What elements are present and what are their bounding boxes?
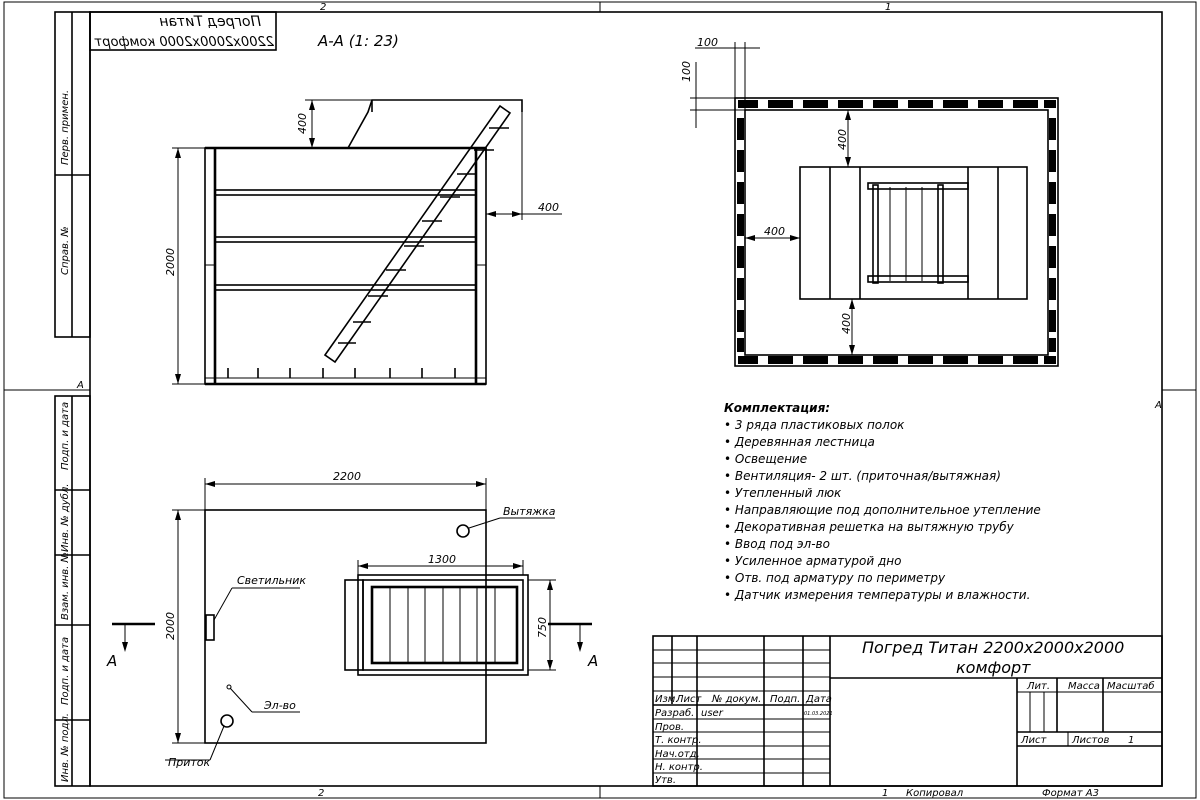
title-line2: комфорт: [956, 658, 1031, 677]
stamp-line2: 2200х2000х2000 комфорт: [94, 35, 274, 50]
row-utv: Утв.: [655, 775, 676, 786]
kit-heading: Комплектация:: [724, 401, 830, 415]
razrab-name: user: [701, 708, 724, 719]
label-kopiroval: Копировал: [906, 788, 964, 799]
top-view: [690, 42, 1059, 367]
strip-vzam-inv: Взам. инв. №: [60, 552, 71, 620]
kit-item: • Отв. под арматуру по периметру: [724, 571, 946, 585]
razrab-date: 01.03.2021: [804, 711, 833, 717]
row-nkontr: Н. контр.: [655, 762, 703, 773]
label-masshtab: Масштаб: [1107, 680, 1155, 692]
kit-item: • Направляющие под дополнительное утепле…: [724, 503, 1041, 517]
row-left: A: [76, 380, 84, 391]
zone-top-right: 1: [885, 2, 891, 13]
strip-podp-data-2: Подп. и дата: [60, 637, 71, 705]
plan-dim-width: 2200: [333, 470, 361, 483]
top-dim-top-gap: 400: [836, 129, 849, 150]
plan-dim-hatch-width: 1300: [428, 553, 456, 566]
row-right: A: [1154, 400, 1162, 411]
label-list: Лист: [1020, 735, 1048, 746]
plan-view: [112, 478, 592, 761]
label-listov: Листов: [1071, 735, 1109, 746]
top-dim-wall-x: 100: [697, 36, 718, 49]
strip-inv-dubl: Инв. № дубл.: [59, 484, 71, 552]
kit-item: • Деревянная лестница: [724, 435, 875, 449]
top-dim-left-gap: 400: [764, 225, 785, 238]
label-format: Формат А3: [1042, 788, 1099, 799]
zone-bottom-right: 1: [882, 788, 888, 799]
kit-item: • Усиленное арматурой дно: [724, 554, 901, 568]
plan-dim-hatch-height: 750: [536, 617, 549, 638]
plan-dim-height: 2000: [164, 612, 177, 640]
cut-label-left: А: [106, 652, 117, 670]
label-intake: Приток: [168, 756, 211, 769]
kit-item: • 3 ряда пластиковых полок: [724, 418, 905, 432]
strip-inv-podl: Инв. № подл.: [60, 713, 71, 782]
section-dim-top: 400: [296, 113, 309, 134]
row-tkontr: Т. контр.: [655, 735, 702, 746]
kit-item: • Ввод под эл-во: [724, 537, 830, 551]
row-nachotd: Нач.отд.: [655, 749, 700, 760]
kit-item: • Вентиляция- 2 шт. (приточная/вытяжная): [724, 469, 1001, 483]
kit-item: • Декоративная решетка на вытяжную трубу: [724, 520, 1015, 534]
zone-bottom-left: 2: [318, 788, 324, 799]
kit-list: Комплектация: • 3 ряда пластиковых полок…: [724, 401, 1041, 602]
col-docnum: № докум.: [711, 694, 761, 705]
strip-podp-data-1: Подп. и дата: [60, 402, 71, 470]
kit-item: • Освещение: [724, 452, 807, 466]
col-list: Лист: [675, 694, 703, 705]
listov-value: 1: [1128, 735, 1134, 746]
section-dim-side: 400: [538, 201, 559, 214]
title-block: [652, 635, 1163, 787]
kit-item: • Утепленный люк: [724, 486, 842, 500]
cut-label-right: А: [587, 652, 598, 670]
top-dim-wall-y: 100: [680, 61, 693, 82]
label-massa: Масса: [1068, 681, 1100, 692]
row-razrab: Разраб.: [655, 707, 694, 719]
col-izm: Изм.: [655, 694, 679, 705]
row-prov: Пров.: [655, 722, 684, 733]
strip-sprav-no: Справ. №: [60, 226, 71, 275]
kit-item: • Датчик измерения температуры и влажнос…: [724, 588, 1030, 602]
stamp-line1: Погред Титан: [159, 14, 261, 30]
title-line1: Погред Титан 2200х2000х2000: [862, 638, 1124, 657]
label-lit: Лит.: [1026, 681, 1050, 692]
label-exhaust: Вытяжка: [503, 505, 556, 518]
label-lamp: Светильник: [237, 574, 306, 587]
section-view: [172, 99, 562, 386]
strip-perv-primen: Перв. примен.: [60, 90, 71, 165]
left-strip: Перв. примен. Справ. № Подп. и дата Инв.…: [54, 11, 91, 787]
section-title: А-А (1: 23): [317, 32, 399, 50]
col-podp: Подп.: [770, 694, 800, 705]
zone-top-left: 2: [320, 2, 326, 13]
col-data: Дата: [805, 694, 832, 705]
label-power: Эл-во: [263, 699, 296, 712]
top-dim-bottom-gap: 400: [840, 313, 853, 334]
section-dim-height: 2000: [164, 248, 177, 276]
mirrored-stamp: Погред Титан 2200х2000х2000 комфорт: [89, 11, 277, 51]
